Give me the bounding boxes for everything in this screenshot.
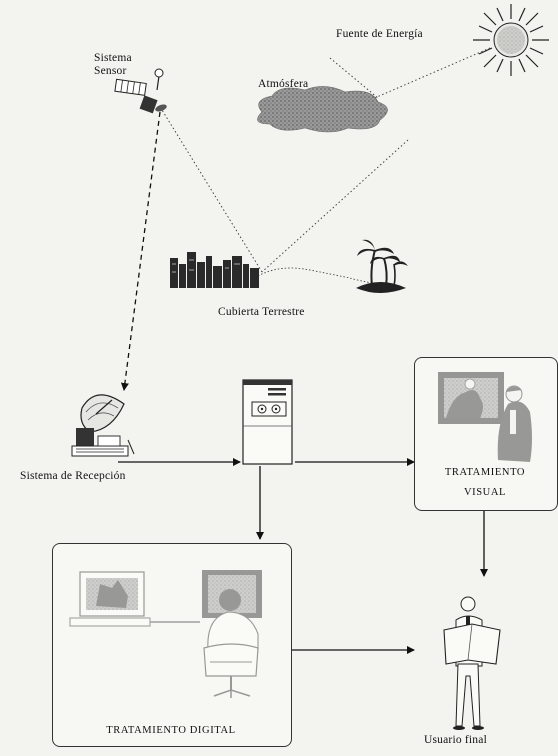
- visual-processing-label-line1: TRATAMIENTO: [444, 467, 526, 478]
- satellite-icon: [114, 68, 167, 114]
- end-user-label: Usuario final: [424, 734, 487, 746]
- visual-processing-label-line2: VISUAL: [463, 487, 507, 498]
- radiation-paths: [161, 47, 491, 273]
- sun-icon: [473, 4, 549, 76]
- sensor-label-line1: Sistema: [94, 52, 132, 64]
- digital-processing-label: TRATAMIENTO DIGITAL: [106, 725, 236, 736]
- sensor-label-line2: Sensor: [94, 65, 127, 77]
- digital-processing-panel: [52, 543, 292, 747]
- satellite-dish-icon: [71, 394, 135, 457]
- energy-source-label: Fuente de Energía: [336, 28, 423, 40]
- city-skyline-icon: [170, 252, 259, 288]
- reception-label: Sistema de Recepción: [20, 470, 126, 482]
- land-cover-label: Cubierta Terrestre: [218, 306, 305, 318]
- end-user-icon: [443, 596, 501, 730]
- atmosphere-label: Atmósfera: [258, 78, 309, 90]
- computer-tower-icon: [242, 379, 293, 465]
- terrain-line: [257, 267, 401, 287]
- palm-island-icon: [356, 239, 408, 293]
- atmosphere-cloud-icon: [257, 86, 388, 133]
- visual-processing-panel: [414, 357, 558, 511]
- downlink-path: [120, 111, 161, 391]
